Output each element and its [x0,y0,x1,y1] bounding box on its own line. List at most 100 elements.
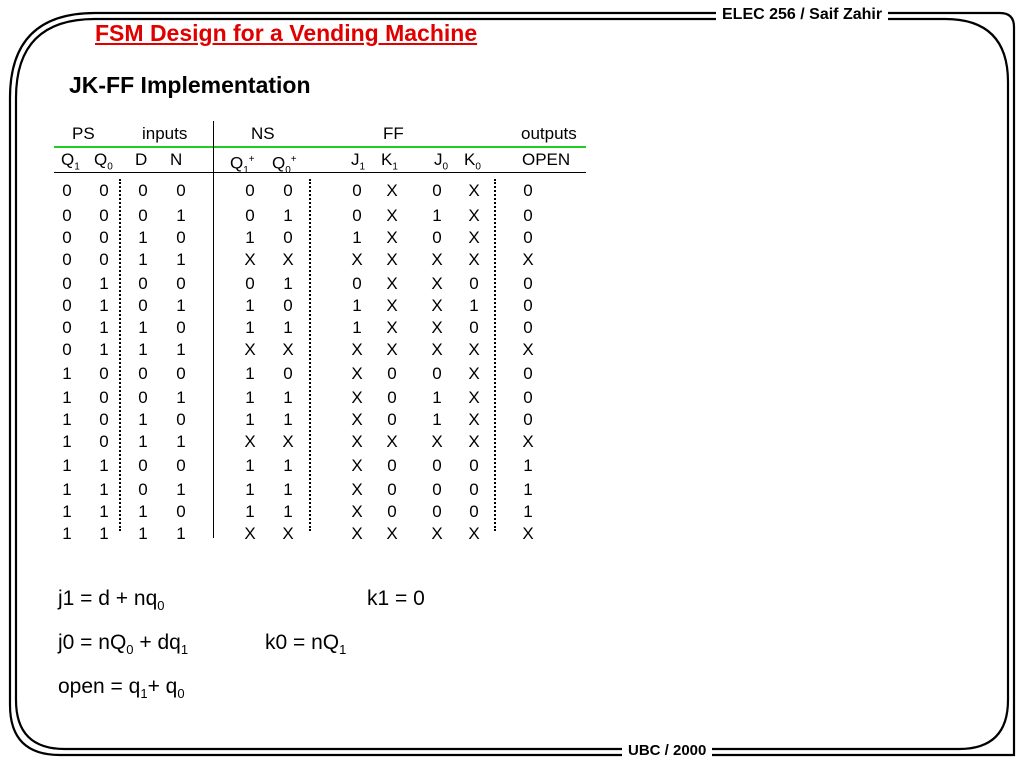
cell-q1-next: 1 [245,228,255,247]
footer-label: UBC / 2000 [622,741,713,761]
cell-q1-next: X [244,432,256,451]
cell-k1: 0 [387,388,397,407]
cell-q0-next: X [282,432,294,451]
ps-input-divider [119,179,123,531]
cell-j1: 0 [352,181,362,200]
group-ff: FF [383,124,404,143]
cell-q0-next: 0 [283,296,293,315]
cell-open: 0 [523,388,533,407]
col-k1: K1 [381,150,398,173]
cell-open: 0 [523,296,533,315]
cell-d: 1 [138,340,148,359]
cell-d: 1 [138,250,148,269]
cell-d: 1 [138,502,148,521]
cell-d: 1 [138,410,148,429]
cell-q0-next: 1 [283,388,293,407]
cell-d: 0 [138,206,148,225]
cell-q1: 1 [62,432,72,451]
cell-q0: 1 [99,456,109,475]
cell-k1: X [386,296,398,315]
cell-q0-next: 1 [283,410,293,429]
cell-d: 0 [138,388,148,407]
col-q0-next: Q0+ [272,153,297,177]
group-outputs: outputs [521,124,577,143]
col-q1: Q1 [61,150,80,173]
col-n: N [170,150,183,169]
cell-j0: X [431,432,443,451]
cell-q0: 1 [99,296,109,315]
cell-open: X [522,340,534,359]
cell-j1: X [351,480,363,499]
cell-n: 0 [176,456,186,475]
cell-q0: 0 [99,206,109,225]
cell-k0: X [468,181,480,200]
cell-j0: X [431,524,443,543]
cell-j0: X [431,318,443,337]
cell-open: 1 [523,456,533,475]
cell-q1: 0 [62,206,72,225]
cell-d: 0 [138,456,148,475]
header-separator [54,172,586,173]
cell-q0: 1 [99,502,109,521]
ns-ff-divider [309,179,313,531]
cell-q0: 1 [99,340,109,359]
cell-q1-next: 1 [245,502,255,521]
cell-n: 1 [176,250,186,269]
cell-j0: X [431,274,443,293]
cell-k1: X [386,181,398,200]
cell-q1: 1 [62,456,72,475]
cell-n: 1 [176,388,186,407]
cell-q0-next: 1 [283,206,293,225]
cell-k0: 0 [469,274,479,293]
cell-n: 0 [176,181,186,200]
cell-q0-next: 1 [283,480,293,499]
cell-n: 0 [176,318,186,337]
cell-q1: 0 [62,296,72,315]
cell-k1: X [386,524,398,543]
cell-q0: 0 [99,388,109,407]
cell-j1: 1 [352,228,362,247]
cell-k1: X [386,206,398,225]
cell-k1: X [386,432,398,451]
cell-n: 0 [176,364,186,383]
cell-q0-next: X [282,524,294,543]
group-inputs: inputs [142,124,188,143]
cell-q1-next: 0 [245,206,255,225]
cell-open: 0 [523,410,533,429]
cell-q1: 1 [62,388,72,407]
cell-j0: 0 [432,364,442,383]
cell-q1-next: 1 [245,410,255,429]
page-subtitle: JK-FF Implementation [69,72,311,98]
cell-j1: X [351,524,363,543]
equation-k0: k0 = nQ1 [265,631,347,658]
cell-q0-next: 1 [283,274,293,293]
cell-k0: 1 [469,296,479,315]
cell-q0-next: X [282,340,294,359]
cell-k0: 0 [469,480,479,499]
cell-k1: 0 [387,480,397,499]
cell-j0: 0 [432,228,442,247]
cell-k0: 0 [469,318,479,337]
cell-d: 0 [138,480,148,499]
cell-k0: 0 [469,456,479,475]
cell-k0: X [468,228,480,247]
cell-j1: 1 [352,296,362,315]
cell-d: 0 [138,296,148,315]
cell-n: 1 [176,296,186,315]
cell-q1: 1 [62,524,72,543]
cell-q0: 1 [99,480,109,499]
cell-q1: 1 [62,410,72,429]
cell-k1: X [386,274,398,293]
cell-k1: 0 [387,410,397,429]
col-j0: J0 [434,150,449,173]
cell-k0: 0 [469,502,479,521]
equation-j0: j0 = nQ0 + dq1 [58,631,189,658]
col-q1-next: Q1+ [230,153,255,177]
cell-n: 0 [176,274,186,293]
cell-q1-next: X [244,524,256,543]
cell-j1: 0 [352,206,362,225]
cell-k1: X [386,340,398,359]
cell-q1-next: X [244,250,256,269]
cell-open: X [522,432,534,451]
cell-q0-next: 1 [283,318,293,337]
